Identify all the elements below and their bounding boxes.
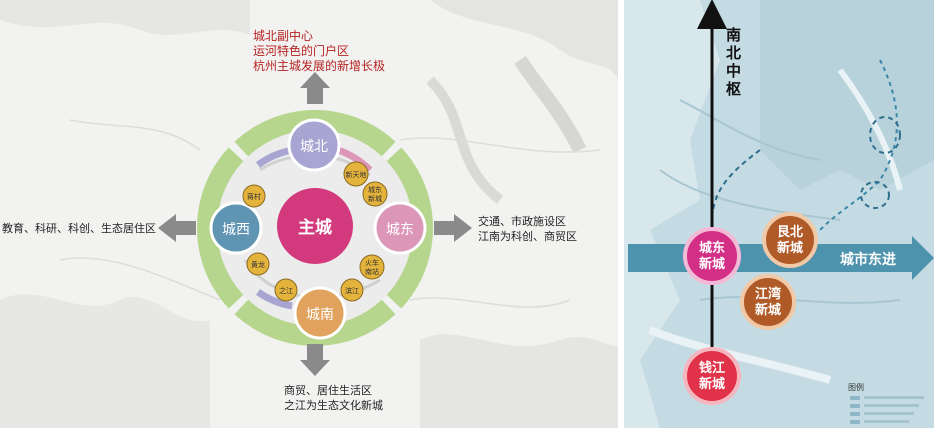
east-annotation: 交通、市政施设区 江南为科创、商贸区 xyxy=(478,214,577,243)
district-north-label: 城北 xyxy=(300,139,328,155)
center-circle xyxy=(277,188,353,264)
north-annotation: 城北副中心 运河特色的门户区 杭州主城发展的新增长极 xyxy=(253,28,385,73)
circle-jiangwan: 江湾 新城 xyxy=(740,274,796,330)
svg-text:新城: 新城 xyxy=(755,302,781,318)
svg-text:艮北: 艮北 xyxy=(777,225,803,240)
circle-qianjiang: 钱江 新城 xyxy=(683,347,741,405)
west-annotation: 教育、科研、科创、生态居住区 xyxy=(2,221,156,235)
district-west-circle xyxy=(209,201,263,255)
arrow-south xyxy=(300,344,330,376)
svg-text:城东: 城东 xyxy=(699,240,725,256)
district-east-circle xyxy=(373,201,427,255)
svg-text:新城: 新城 xyxy=(699,376,725,392)
svg-text:运河特色的门户区: 运河特色的门户区 xyxy=(253,43,349,58)
svg-text:枢: 枢 xyxy=(726,80,741,98)
svg-text:之江为生态文化新城: 之江为生态文化新城 xyxy=(284,398,383,412)
circle-chengdong: 城东 新城 xyxy=(683,227,741,285)
svg-text:江南为科创、商贸区: 江南为科创、商贸区 xyxy=(478,229,577,243)
arrow-north xyxy=(300,72,330,104)
svg-text:滨江: 滨江 xyxy=(345,286,359,295)
svg-text:图例: 图例 xyxy=(848,382,864,392)
node-chengdong-xincheng: 城东 新城 xyxy=(362,181,388,207)
center-label: 主城 xyxy=(298,217,332,238)
circle-genbei: 艮北 新城 xyxy=(762,212,818,268)
node-jiangcun: 蒋村 xyxy=(242,184,266,208)
map-legend: 图例 xyxy=(848,382,924,424)
node-huanglong: 黄龙 xyxy=(246,252,270,276)
svg-text:火车: 火车 xyxy=(365,258,379,267)
dotted-route xyxy=(819,59,898,231)
node-zhijiang: 之江 xyxy=(274,278,298,302)
district-east-label: 城东 xyxy=(386,222,414,238)
svg-text:之江: 之江 xyxy=(279,286,293,295)
direction-arrows xyxy=(158,72,472,376)
dashed-zone-1 xyxy=(869,116,901,154)
svg-text:南站: 南站 xyxy=(365,267,379,276)
connector-southwest xyxy=(255,289,293,310)
right-map-panel: 城市东进 南 北 中 枢 城东 新城 艮北 新城 江湾 新城 钱江 新城 xyxy=(624,0,934,428)
svg-text:商贸、居住生活区: 商贸、居住生活区 xyxy=(284,383,372,397)
svg-text:新城: 新城 xyxy=(699,256,725,272)
svg-text:南: 南 xyxy=(726,26,741,44)
node-xintiandi: 新天地 xyxy=(343,161,369,187)
svg-text:交通、市政施设区: 交通、市政施设区 xyxy=(478,214,566,228)
south-annotation: 商贸、居住生活区 之江为生态文化新城 xyxy=(284,383,383,412)
east-band-head xyxy=(912,236,934,280)
node-binjiang: 滨江 xyxy=(340,278,364,302)
district-west-label: 城西 xyxy=(222,222,250,238)
dashed-zone-2 xyxy=(860,181,890,209)
axis-label: 南 北 中 枢 xyxy=(726,26,741,98)
district-south-circle xyxy=(293,286,347,340)
svg-text:钱江: 钱江 xyxy=(699,360,725,376)
svg-text:北: 北 xyxy=(726,44,741,62)
svg-text:新天地: 新天地 xyxy=(346,170,367,179)
svg-text:杭州主城发展的新增长极: 杭州主城发展的新增长极 xyxy=(253,58,385,73)
svg-text:新城: 新城 xyxy=(777,240,803,256)
arrow-west xyxy=(158,214,196,242)
svg-text:城北副中心: 城北副中心 xyxy=(253,28,313,43)
svg-text:新城: 新城 xyxy=(368,194,382,203)
svg-text:城东: 城东 xyxy=(368,185,382,194)
svg-text:江湾: 江湾 xyxy=(755,286,781,302)
district-north-circle xyxy=(287,118,341,172)
node-huoche-nanzhan: 火车 南站 xyxy=(359,254,385,280)
svg-text:黄龙: 黄龙 xyxy=(251,260,265,269)
svg-text:蒋村: 蒋村 xyxy=(247,192,261,201)
district-south-label: 城南 xyxy=(306,307,334,323)
arrow-east xyxy=(434,214,472,242)
east-band-label: 城市东进 xyxy=(840,251,896,268)
svg-text:中: 中 xyxy=(726,62,741,80)
